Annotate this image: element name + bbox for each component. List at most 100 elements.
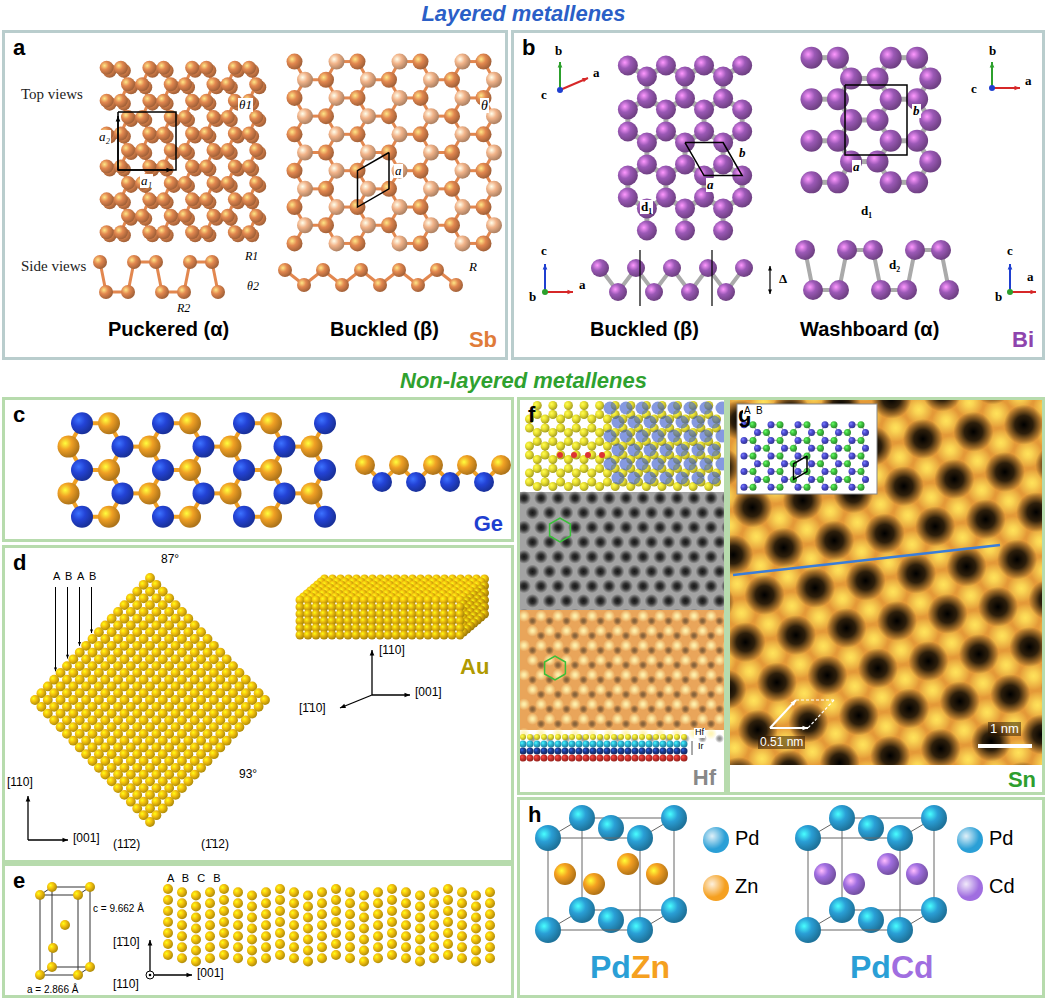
atom-sphere: [373, 920, 383, 930]
atom-sphere: [142, 225, 156, 239]
arrow-head: [90, 629, 93, 633]
atom-sphere: [392, 199, 408, 215]
atom-sphere: [400, 631, 409, 640]
atom-sphere: [317, 920, 327, 930]
atom-sphere: [297, 278, 311, 292]
atom-sphere: [185, 192, 199, 206]
atom-sphere: [359, 935, 369, 945]
guide-line: [560, 78, 588, 90]
atom-sphere: [233, 942, 243, 952]
atom-sphere: [275, 895, 285, 905]
atom-sphere: [360, 145, 376, 161]
atom-sphere: [317, 942, 327, 952]
atom-sphere: [331, 895, 341, 905]
atom-sphere: [429, 909, 439, 919]
arrow-head: [148, 940, 153, 946]
guide-line: [371, 650, 372, 695]
atom-sphere: [98, 412, 120, 434]
atom-sphere: [443, 895, 453, 905]
atom-sphere: [423, 455, 443, 475]
atom-sphere: [185, 94, 199, 108]
atom-sphere: [381, 72, 397, 88]
atom-sphere: [867, 67, 889, 89]
atom-sphere: [564, 401, 573, 410]
atom-sphere: [178, 209, 192, 223]
atom-sphere: [449, 278, 463, 292]
atom-sphere: [199, 94, 213, 108]
atom-sphere: [178, 176, 192, 190]
atom-sphere: [219, 895, 229, 905]
atom-sphere: [114, 94, 128, 108]
atom-sphere: [331, 917, 341, 927]
atom-sphere: [60, 920, 70, 930]
atom-sphere: [373, 909, 383, 919]
atom-sphere: [193, 436, 215, 458]
atom-sphere: [444, 217, 460, 233]
atom-sphere: [98, 506, 120, 528]
atom-sphere: [220, 436, 242, 458]
atom-sphere: [47, 882, 57, 892]
atom-sphere: [457, 953, 467, 963]
atom-sphere: [476, 54, 492, 70]
atom-sphere: [580, 464, 589, 473]
atom-sphere: [455, 163, 471, 179]
atom-sphere: [177, 887, 187, 897]
atom-sphere: [556, 424, 565, 433]
atom-sphere: [352, 631, 361, 640]
atom-sphere: [548, 464, 557, 473]
atom-sphere: [47, 962, 57, 972]
atom-sphere: [595, 428, 604, 437]
atom-sphere: [572, 451, 581, 460]
arrow-head: [370, 650, 375, 656]
atom-sphere: [112, 482, 134, 504]
atom-sphere: [220, 482, 242, 504]
atom-sphere: [274, 436, 296, 458]
atom-sphere: [157, 61, 171, 75]
atom-sphere: [471, 924, 481, 934]
atom-sphere: [448, 631, 457, 640]
atom-sphere: [317, 887, 327, 897]
atom-sphere: [274, 482, 296, 504]
atom-sphere: [163, 884, 173, 894]
atom-sphere: [164, 176, 178, 190]
atom-sphere: [247, 924, 257, 934]
atom-sphere: [413, 235, 429, 251]
atom-sphere: [906, 171, 928, 193]
atom-sphere: [314, 459, 336, 481]
atom-sphere: [177, 931, 187, 941]
atom-sphere: [345, 953, 355, 963]
atom-sphere: [331, 928, 341, 938]
arrow-head: [54, 668, 57, 672]
atom-sphere: [135, 143, 149, 157]
atom-sphere: [713, 155, 733, 175]
atom-sphere: [163, 917, 173, 927]
illustration-part: [542, 289, 548, 295]
atom-sphere: [318, 72, 334, 88]
atom-sphere: [331, 884, 341, 894]
atom-sphere: [261, 931, 271, 941]
atom-sphere: [580, 401, 589, 410]
atom-sphere: [443, 928, 453, 938]
atom-sphere: [228, 159, 242, 173]
atom-sphere: [71, 506, 93, 528]
atom-sphere: [221, 209, 235, 223]
atom-sphere: [443, 939, 453, 949]
atom-sphere: [127, 255, 141, 269]
atom-sphere: [247, 891, 257, 901]
atom-sphere: [157, 94, 171, 108]
atom-sphere: [191, 924, 201, 934]
atom-sphere: [233, 953, 243, 963]
atom-sphere: [675, 67, 695, 87]
atom-sphere: [675, 89, 695, 109]
atom-sphere: [548, 428, 557, 437]
atom-sphere: [199, 192, 213, 206]
atom-sphere: [312, 631, 321, 640]
au-structures: [26, 573, 489, 842]
guide-line: [67, 587, 68, 659]
atom-sphere: [35, 970, 45, 980]
atom-sphere: [905, 240, 925, 260]
atom-sphere: [637, 89, 657, 109]
atom-sphere: [275, 928, 285, 938]
atom-sphere: [415, 935, 425, 945]
atom-sphere: [329, 199, 345, 215]
